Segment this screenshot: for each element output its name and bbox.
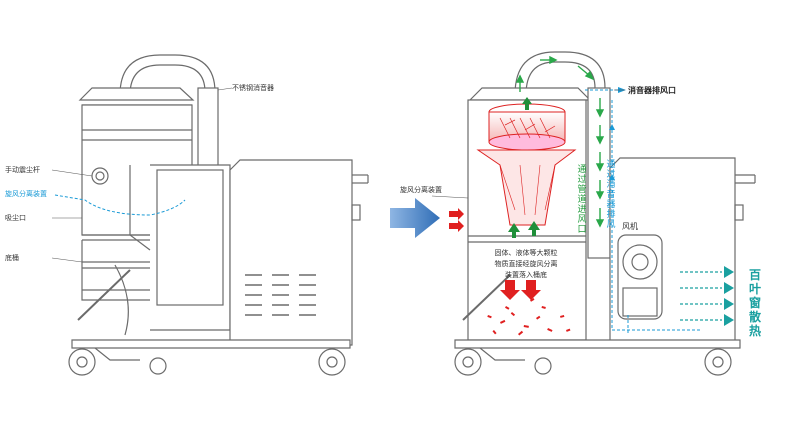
label-cyclone-left: 旋风分离装置 [5,190,47,198]
right-pointer-lines [431,89,625,199]
left-pointer-lines [51,87,233,263]
transition-arrow [390,198,440,238]
label-muffler-out: 通过消音器排风 [606,160,616,230]
label-suction-port: 吸尘口 [5,214,26,222]
right-machine [454,51,756,376]
label-cyclone-right: 旋风分离装置 [400,186,442,194]
label-muffler: 不锈钢消音器 [232,84,274,92]
green-flow-arrows [515,55,605,228]
label-fan: 风机 [622,222,638,231]
filter-cartridge [476,103,577,226]
label-louver: 百叶窗散热 [748,268,761,338]
label-pipe-to-port: 通过管道进风口 [577,165,587,235]
louver-exhaust-arrows [680,266,734,326]
label-manual-shaker: 手动震尘杆 [5,166,40,174]
particles [487,298,571,336]
red-down-arrows [500,280,541,300]
label-bucket: 底桶 [5,254,19,262]
label-muffler-exhaust: 消音器排风口 [628,86,676,95]
inlet-arrows [449,208,464,232]
left-airflow-line [54,194,186,216]
particles-note: 固体、液体等大颗粒物质直接经旋风分离装置落入桶底 [494,249,558,279]
green-up-arrows [508,97,540,238]
left-machine [68,54,369,376]
